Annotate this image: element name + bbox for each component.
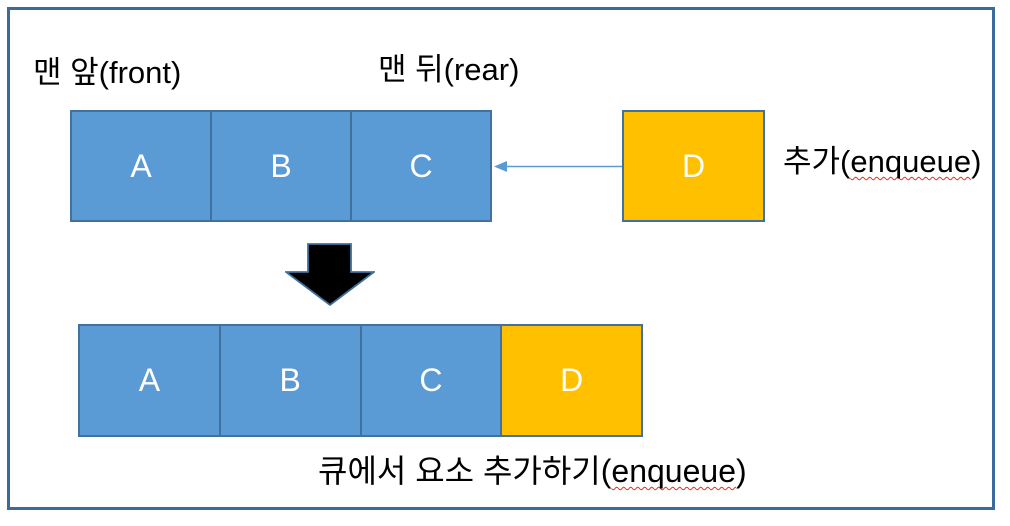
queue-before-cell-b: B bbox=[210, 112, 350, 220]
queue-after-cell-c: C bbox=[359, 326, 501, 435]
queue-after-cell-b: B bbox=[218, 326, 360, 435]
enqueue-arrow-icon bbox=[494, 161, 622, 172]
incoming-element-box: D bbox=[622, 110, 765, 222]
caption-label-post: ) bbox=[735, 453, 747, 489]
queue-before-cell-a: A bbox=[72, 112, 210, 220]
enqueue-action-label-word: enqueue bbox=[850, 144, 972, 179]
caption-label-pre: 큐에서 요소 추가하기( bbox=[318, 453, 612, 489]
caption-label: 큐에서 요소 추가하기(enqueue) bbox=[318, 453, 747, 489]
front-label: 맨 앞(front) bbox=[33, 55, 182, 90]
enqueue-action-label-post: ) bbox=[971, 144, 982, 179]
enqueue-action-label: 추가(enqueue) bbox=[783, 144, 982, 179]
queue-before-cell-c: C bbox=[350, 112, 490, 220]
queue-after-cell-a: A bbox=[80, 326, 219, 435]
enqueue-action-label-pre: 추가( bbox=[783, 144, 851, 179]
down-arrow-icon bbox=[285, 243, 375, 306]
rear-label: 맨 뒤(rear) bbox=[378, 52, 520, 87]
caption-label-word: enqueue bbox=[611, 453, 736, 489]
queue-before-row: A B C bbox=[70, 110, 492, 222]
queue-after-cell-d: D bbox=[500, 326, 641, 435]
queue-after-row: A B C D bbox=[78, 324, 643, 437]
